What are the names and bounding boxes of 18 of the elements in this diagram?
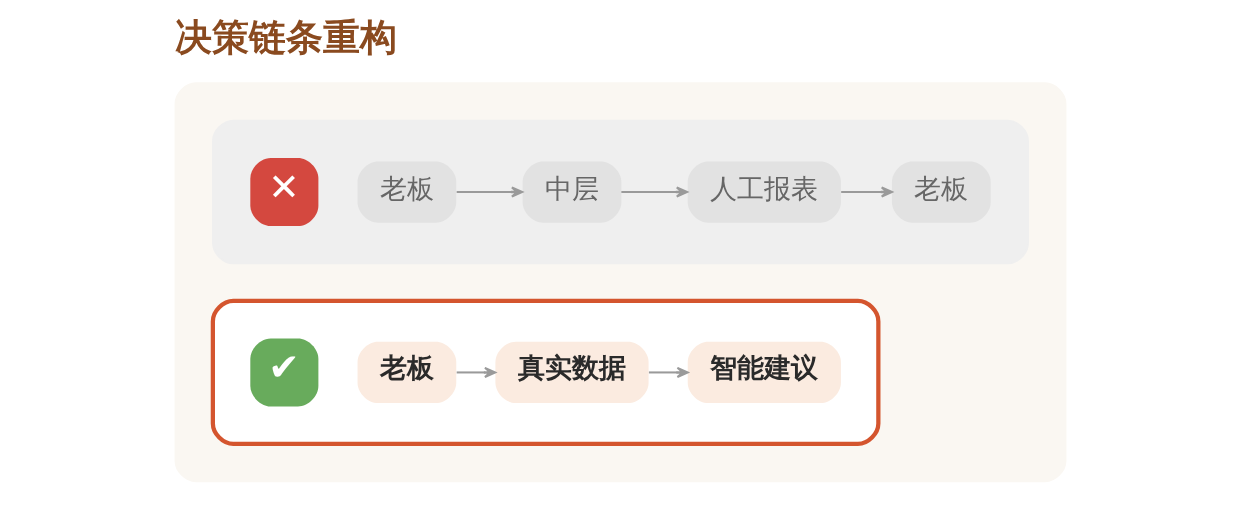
node-box: 老板	[357, 161, 456, 223]
node-box: ✔	[249, 338, 318, 407]
diagram-title: 决策链条重构	[174, 15, 397, 60]
arrow	[456, 366, 496, 379]
node-box: 人工报表	[687, 161, 841, 223]
node-box: 老板	[357, 341, 456, 404]
arrow	[840, 186, 893, 198]
arrow	[620, 186, 688, 198]
node-box: ✕	[249, 158, 318, 227]
node-box: 中层	[522, 161, 621, 223]
cluster	[211, 119, 1029, 265]
node-box: 智能建议	[687, 341, 841, 404]
cluster	[210, 298, 880, 447]
arrow	[456, 186, 523, 198]
arrow	[648, 366, 689, 379]
cluster	[174, 82, 1066, 483]
node-box: 真实数据	[494, 341, 649, 404]
node-box: 老板	[891, 161, 991, 223]
